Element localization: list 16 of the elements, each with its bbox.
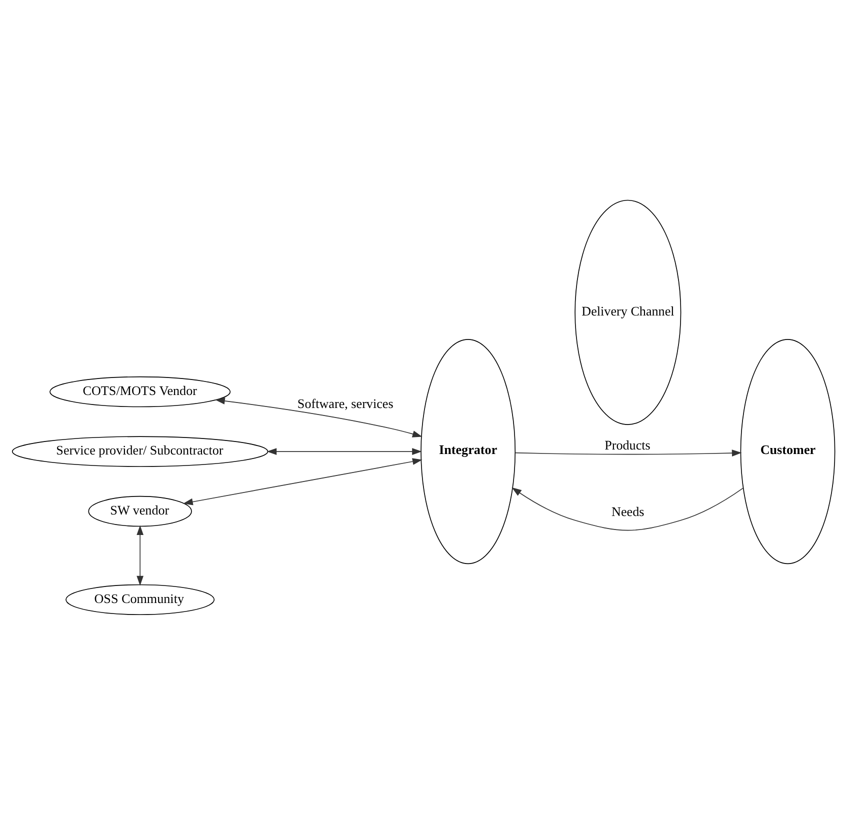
arrow [512,486,744,530]
node-ellipse: Service provider/ Subcontractor [12,436,268,466]
node-ellipse: OSS Community [66,584,215,615]
node-ellipse: COTS/MOTS Vendor [50,376,231,407]
edge-label: Needs [612,504,644,519]
edge-label: Products [604,437,650,452]
node-ellipse: Customer [740,338,836,564]
node-ellipse: SW vendor [88,495,192,526]
edge-label: Software, services [297,396,394,410]
arrow [266,448,422,454]
node-ellipse: Integrator [420,338,516,564]
arrow [215,397,422,437]
arrow [183,458,422,505]
arrow [514,449,742,456]
node-ellipse: Delivery Channel [574,199,682,424]
arrow [136,524,144,586]
